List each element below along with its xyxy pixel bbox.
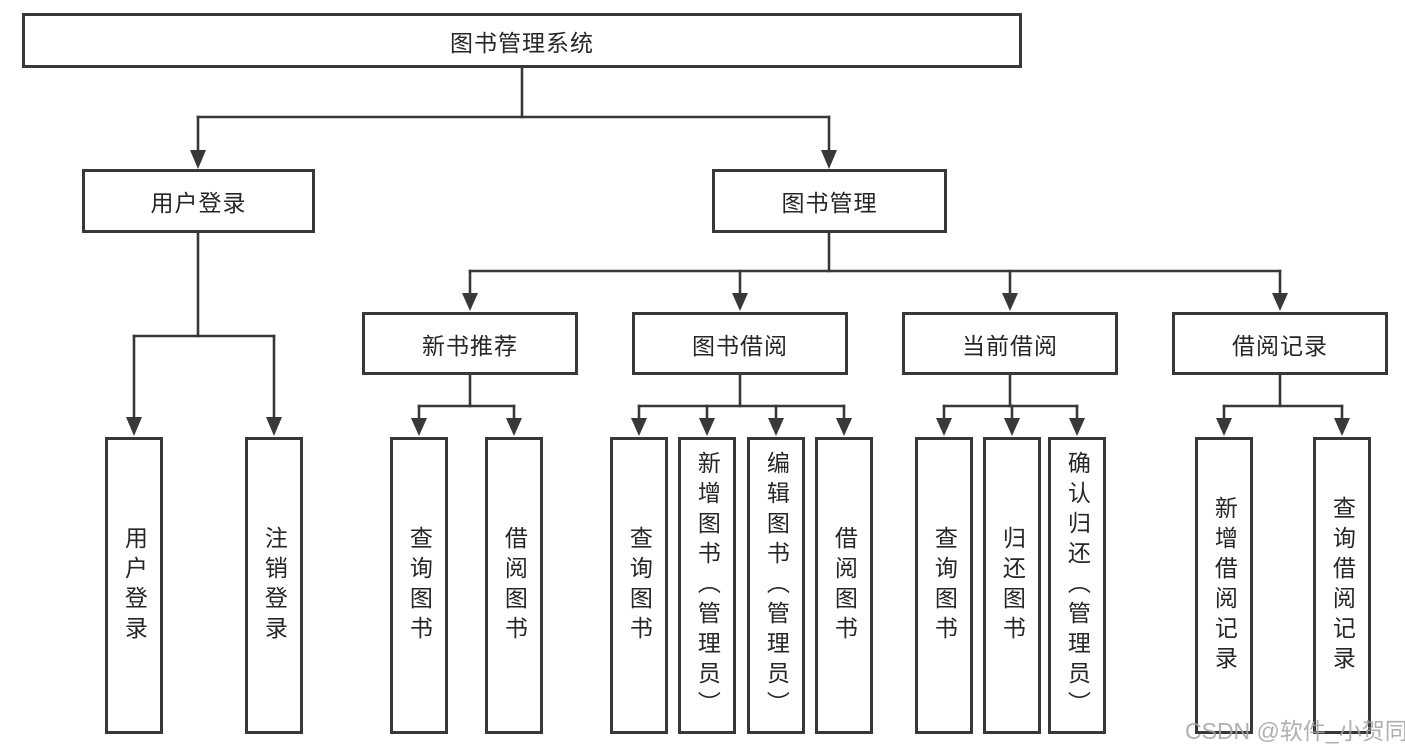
leaf-logout: 注销登录 [245,437,303,734]
leaf-logout-label: 注销登录 [261,525,288,646]
leaf-user-login-label: 用户登录 [121,525,148,646]
node-borrow-records-label: 借阅记录 [1232,332,1328,359]
leaf-borrow-books: 借阅图书 [815,437,873,734]
leaf-add-borrow-record: 新增借阅记录 [1195,437,1253,734]
node-root-label: 图书管理系统 [450,29,594,56]
leaf-query-books-recommend: 查询图书 [390,437,448,734]
node-new-book-recommend-label: 新书推荐 [422,332,518,359]
node-current-borrowing-label: 当前借阅 [962,332,1058,359]
node-borrow-records: 借阅记录 [1172,312,1388,375]
leaf-borrow-books-label: 借阅图书 [831,525,858,646]
node-user-login-label: 用户登录 [150,190,247,216]
leaf-borrow-books-recommend: 借阅图书 [485,437,543,734]
leaf-query-borrow-record: 查询借阅记录 [1313,437,1371,734]
leaf-query-books-borrow: 查询图书 [610,437,668,734]
leaf-edit-books-admin: 编辑图书（管理员） [747,437,805,734]
leaf-user-login: 用户登录 [105,437,163,734]
leaf-return-books-label: 归还图书 [999,525,1026,646]
leaf-add-books-admin: 新增图书（管理员） [678,437,736,734]
node-book-management-label: 图书管理 [781,190,878,216]
leaf-confirm-return-admin: 确认归还（管理员） [1048,437,1106,734]
node-new-book-recommend: 新书推荐 [362,312,578,375]
csdn-watermark: CSDN @软件_小贺同学 [1185,718,1405,744]
leaf-return-books: 归还图书 [983,437,1041,734]
node-root-system: 图书管理系统 [22,13,1022,68]
node-book-borrowing-label: 图书借阅 [692,332,788,359]
leaf-query-borrow-record-label: 查询借阅记录 [1329,495,1356,676]
node-user-login: 用户登录 [82,169,315,233]
node-book-management: 图书管理 [712,169,947,233]
leaf-add-books-admin-label: 新增图书（管理员） [694,450,721,721]
leaf-query-books-borrow-label: 查询图书 [626,525,653,646]
node-book-borrowing: 图书借阅 [632,312,848,375]
node-current-borrowing: 当前借阅 [902,312,1118,375]
leaf-add-borrow-record-label: 新增借阅记录 [1211,495,1238,676]
leaf-borrow-books-recommend-label: 借阅图书 [501,525,528,646]
leaf-edit-books-admin-label: 编辑图书（管理员） [763,450,790,721]
leaf-query-books-current-label: 查询图书 [931,525,958,646]
leaf-query-books-current: 查询图书 [915,437,973,734]
leaf-query-books-recommend-label: 查询图书 [406,525,433,646]
leaf-confirm-return-admin-label: 确认归还（管理员） [1064,450,1091,721]
